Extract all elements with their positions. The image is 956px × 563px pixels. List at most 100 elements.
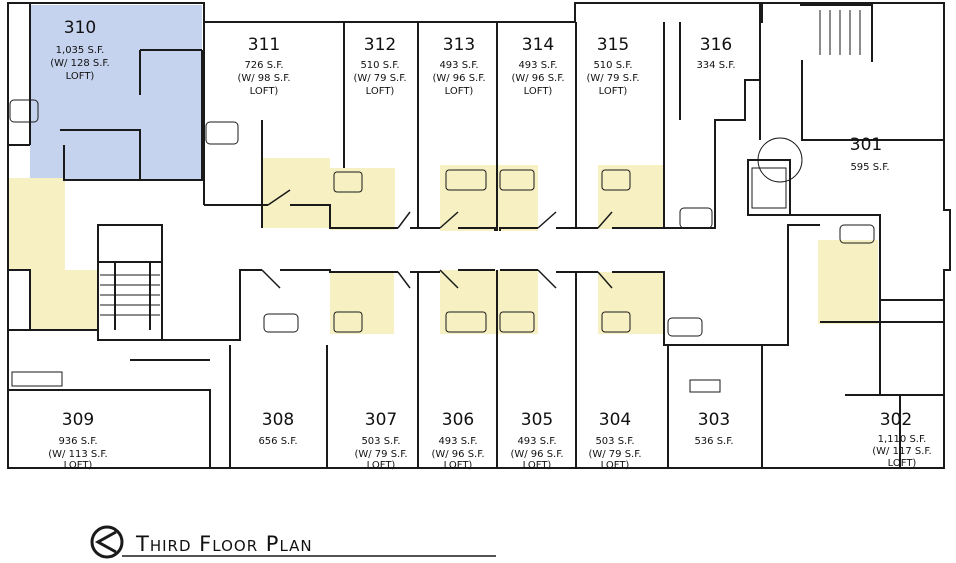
door-layer bbox=[261, 189, 613, 289]
unit-loft: (W/ 117 S.F. bbox=[872, 446, 931, 457]
unit-loft-end: LOFT) bbox=[250, 86, 279, 97]
unit-loft: (W/ 98 S.F. bbox=[237, 73, 290, 84]
unit-308-label: 308 656 S.F. bbox=[258, 410, 297, 447]
yellow-zone-313-314 bbox=[440, 165, 538, 231]
upper-units-bottom-line bbox=[343, 22, 681, 231]
bath-fixtures-306 bbox=[445, 311, 487, 333]
left-stair-treads bbox=[100, 274, 160, 316]
unit-area: 656 S.F. bbox=[258, 436, 297, 447]
lower-units-dividers bbox=[229, 270, 763, 468]
unit-302-label: 302 1,110 S.F. (W/ 117 S.F. LOFT) bbox=[872, 410, 931, 469]
wall-layer bbox=[7, 2, 951, 469]
unit-loft-end: LOFT) bbox=[366, 86, 395, 97]
unit-loft: (W/ 96 S.F. bbox=[510, 449, 563, 460]
unit-number: 301 bbox=[850, 135, 882, 155]
yellow-zone-left-upper bbox=[8, 178, 65, 270]
unit-loft-end: LOFT) bbox=[599, 86, 628, 97]
door-306 bbox=[439, 269, 459, 289]
title-block: Third Floor Plan bbox=[90, 525, 496, 559]
top-right-notch bbox=[574, 3, 761, 22]
unit-area: 936 S.F. bbox=[58, 436, 97, 447]
right-stair-treads bbox=[819, 10, 861, 55]
door-307 bbox=[397, 271, 411, 289]
unit-305-label: 305 493 S.F. (W/ 96 S.F. LOFT) bbox=[510, 410, 563, 471]
unit-number: 309 bbox=[62, 410, 94, 430]
north-arrow-pointer-icon bbox=[94, 530, 117, 554]
unit-number: 312 bbox=[364, 35, 396, 55]
left-stair-enclosure bbox=[97, 224, 163, 341]
unit-loft-end: LOFT) bbox=[367, 460, 396, 471]
unit-number: 307 bbox=[365, 410, 397, 430]
tub-301 bbox=[839, 224, 875, 244]
unit-315-label: 315 510 S.F. (W/ 79 S.F. LOFT) bbox=[586, 35, 639, 97]
unit-number: 314 bbox=[522, 35, 554, 55]
unit-number: 308 bbox=[262, 410, 294, 430]
bath-fixtures-312 bbox=[333, 171, 363, 193]
unit-309-walls bbox=[8, 329, 211, 468]
unit-306-label: 306 493 S.F. (W/ 96 S.F. LOFT) bbox=[431, 410, 484, 471]
unit-number: 311 bbox=[248, 35, 280, 55]
unit-301-label: 301 595 S.F. bbox=[850, 135, 890, 173]
door-314 bbox=[537, 211, 557, 229]
unit-loft: (W/ 79 S.F. bbox=[353, 73, 406, 84]
unit-loft: (W/ 79 S.F. bbox=[354, 449, 407, 460]
unit-number: 315 bbox=[597, 35, 629, 55]
bath-fixtures-305 bbox=[499, 311, 535, 333]
unit-loft-end: LOFT) bbox=[66, 71, 95, 82]
unit-loft: (W/ 113 S.F. bbox=[48, 449, 107, 460]
unit-307-label: 307 503 S.F. (W/ 79 S.F. LOFT) bbox=[354, 410, 407, 471]
bath-fixtures-314 bbox=[499, 169, 535, 191]
door-312 bbox=[397, 211, 411, 229]
unit-loft-end: LOFT) bbox=[444, 460, 473, 471]
door-308 bbox=[261, 269, 281, 289]
north-arrow-circle-icon bbox=[90, 525, 124, 559]
unit-310-label: 310 1,035 S.F. (W/ 128 S.F. LOFT) bbox=[50, 18, 109, 82]
yellow-zone-306-305 bbox=[440, 270, 538, 334]
tub-308 bbox=[263, 313, 299, 333]
unit-304-label: 304 503 S.F. (W/ 79 S.F. LOFT) bbox=[588, 410, 641, 471]
unit-loft: (W/ 79 S.F. bbox=[588, 449, 641, 460]
unit-area: 493 S.F. bbox=[518, 60, 557, 71]
bath-fixtures-313 bbox=[445, 169, 487, 191]
kitchen-counter-309 bbox=[11, 371, 63, 387]
building-outline bbox=[7, 2, 951, 469]
unit-loft-end: LOFT) bbox=[64, 460, 93, 471]
bath-fixtures-315 bbox=[601, 169, 631, 191]
unit-number: 310 bbox=[64, 18, 96, 38]
unit-312-label: 312 510 S.F. (W/ 79 S.F. LOFT) bbox=[353, 35, 406, 97]
unit-303-label: 303 536 S.F. bbox=[694, 410, 733, 447]
yellow-zone-left-lower bbox=[30, 270, 98, 330]
unit-310-walls bbox=[8, 3, 203, 181]
unit-area: 1,110 S.F. bbox=[878, 434, 927, 445]
unit-316-label: 316 334 S.F. bbox=[696, 35, 735, 71]
tub-310 bbox=[9, 99, 39, 123]
unit-310-blue-fill bbox=[30, 5, 202, 180]
unit-area: 726 S.F. bbox=[244, 60, 283, 71]
tub-316 bbox=[679, 207, 713, 229]
unit-area: 334 S.F. bbox=[696, 60, 735, 71]
unit-area: 510 S.F. bbox=[593, 60, 632, 71]
tub-311 bbox=[205, 121, 239, 145]
unit-loft: (W/ 96 S.F. bbox=[511, 73, 564, 84]
unit-number: 302 bbox=[880, 410, 912, 430]
unit-area: 493 S.F. bbox=[439, 60, 478, 71]
unit-loft: (W/ 96 S.F. bbox=[432, 73, 485, 84]
unit-number: 306 bbox=[442, 410, 474, 430]
bath-fixtures-304 bbox=[601, 311, 631, 333]
plan-title: Third Floor Plan bbox=[135, 532, 313, 556]
unit-loft-end: LOFT) bbox=[601, 460, 630, 471]
unit-area: 595 S.F. bbox=[850, 162, 889, 173]
unit-number: 316 bbox=[700, 35, 732, 55]
unit-302-interior bbox=[845, 394, 944, 468]
unit-area: 493 S.F. bbox=[438, 436, 477, 447]
door-313 bbox=[439, 211, 459, 229]
unit-loft-end: LOFT) bbox=[523, 460, 552, 471]
unit-number: 305 bbox=[521, 410, 553, 430]
door-311 bbox=[267, 189, 291, 206]
elevator bbox=[751, 167, 787, 209]
unit-loft-end: LOFT) bbox=[888, 458, 917, 469]
unit-area: 510 S.F. bbox=[360, 60, 399, 71]
door-315 bbox=[597, 211, 613, 229]
unit-number: 303 bbox=[698, 410, 730, 430]
